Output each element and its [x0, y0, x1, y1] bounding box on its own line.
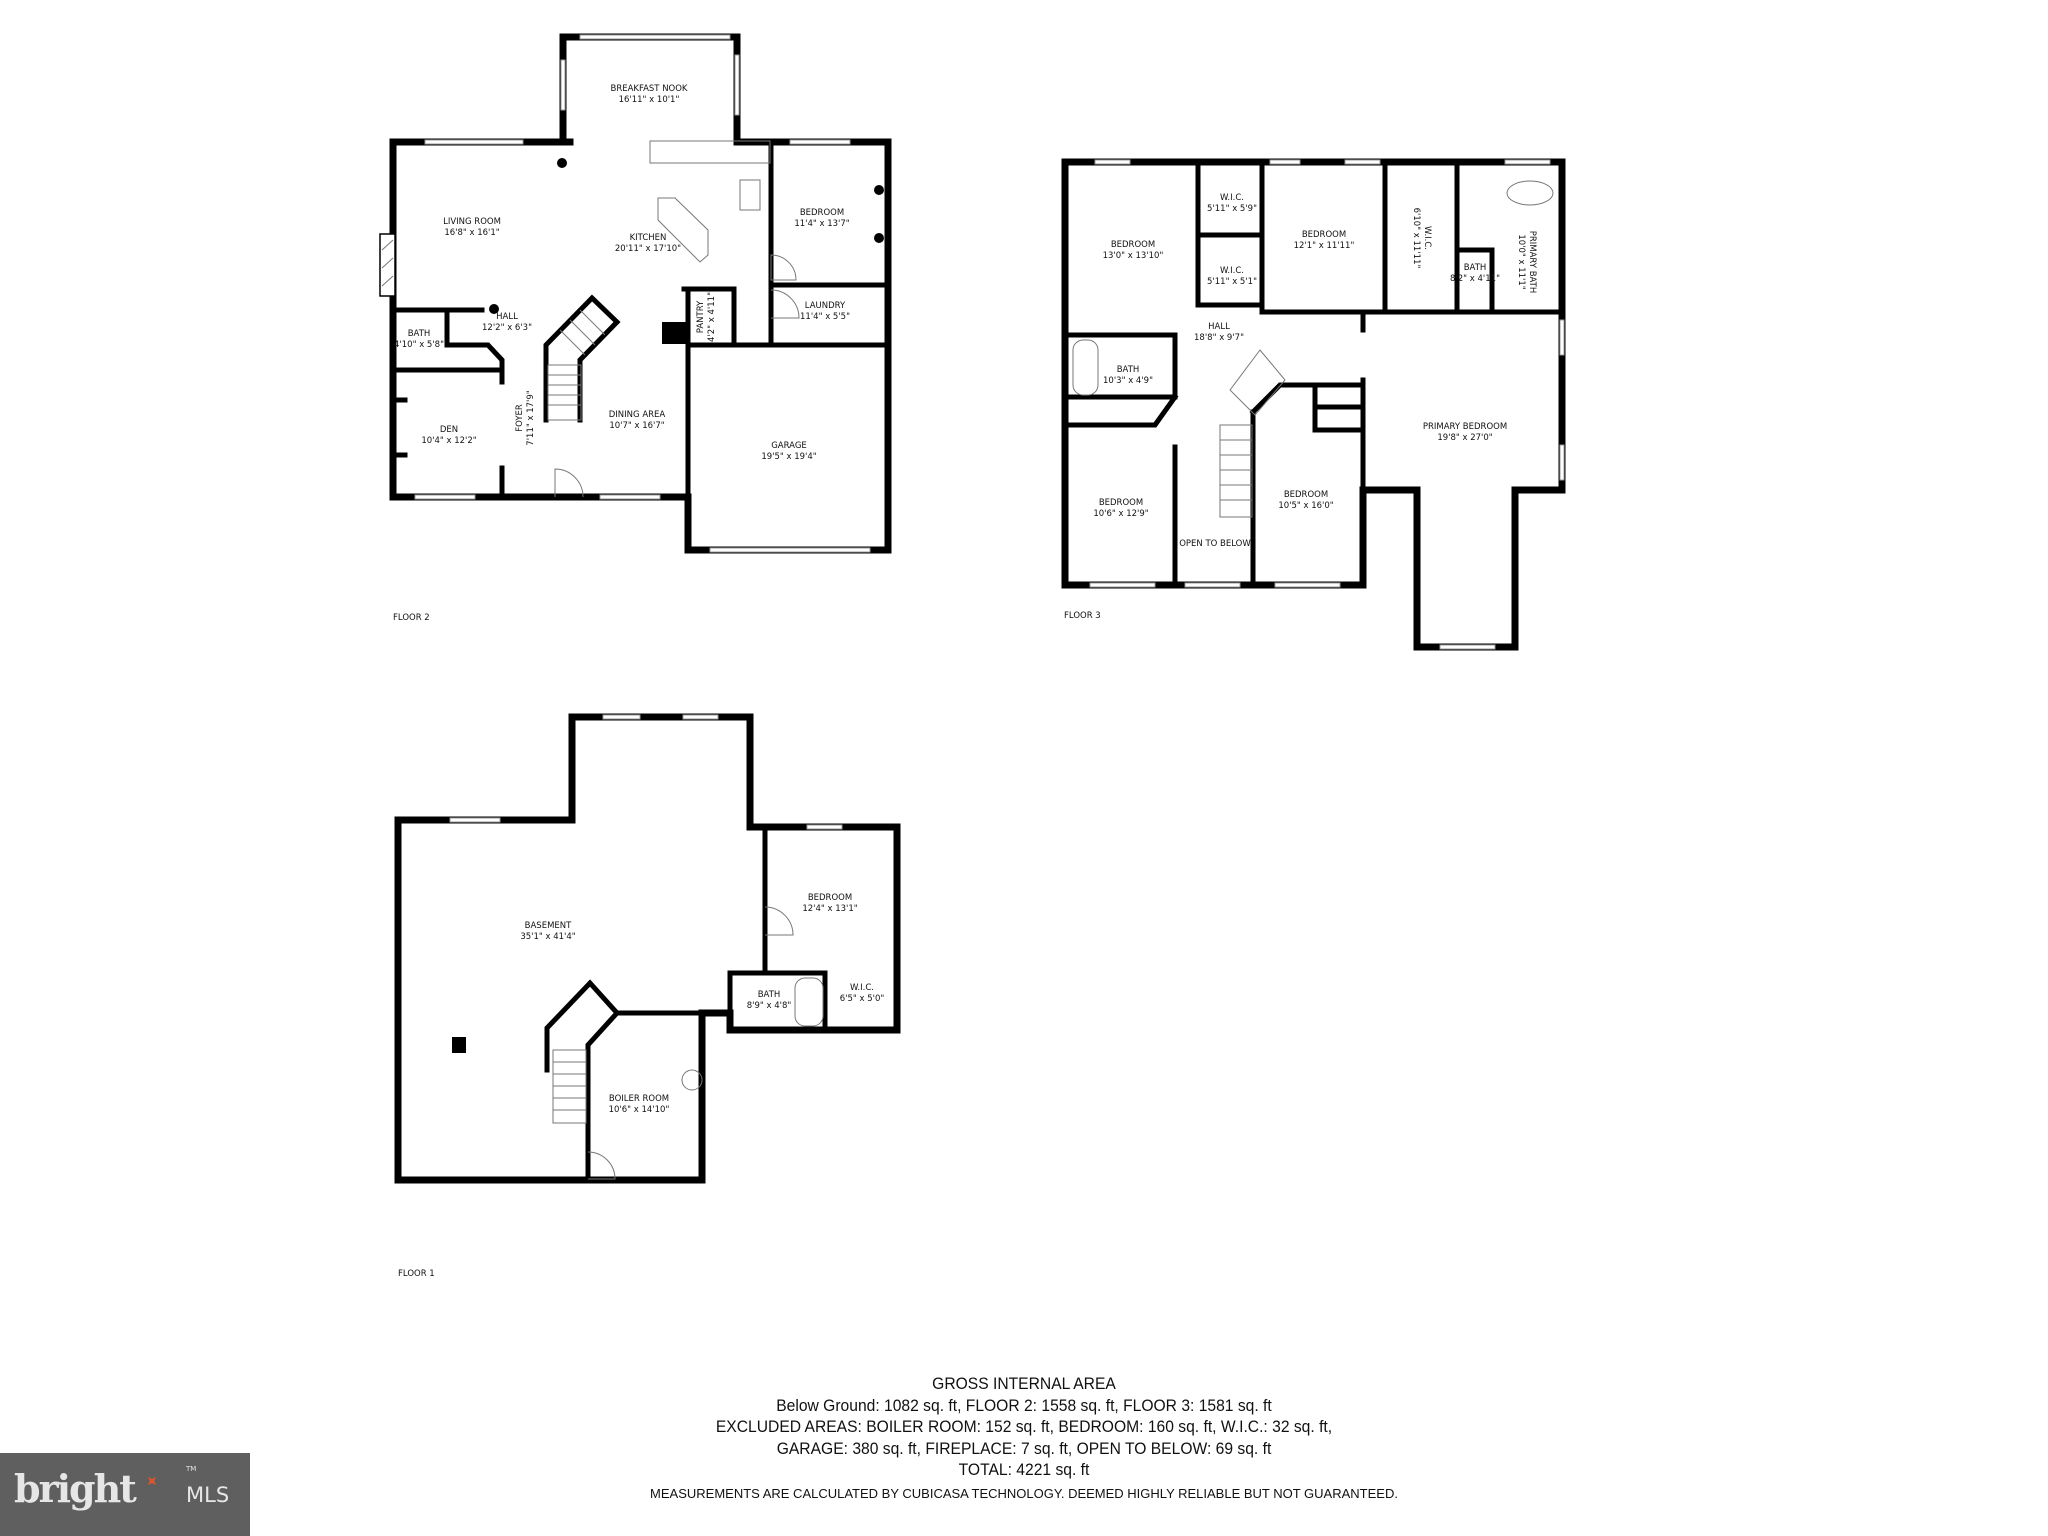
bathtub-icon — [1072, 339, 1099, 396]
summary-title: GROSS INTERNAL AREA — [932, 1374, 1116, 1393]
room-dims: 20'11" x 17'10" — [615, 244, 681, 254]
room-dims: 4'2" x 4'11" — [707, 292, 717, 342]
room-dims: 4'10" x 5'8" — [394, 340, 444, 350]
room-name: DEN — [440, 425, 458, 435]
logo-brand: bright — [14, 1466, 137, 1511]
summary-total: TOTAL: 4221 sq. ft — [958, 1460, 1090, 1479]
room-name: BATH — [758, 990, 781, 1000]
room-name: BATH — [1464, 263, 1487, 273]
floor-3-outer-wall — [1061, 158, 1566, 651]
chimney-block — [662, 322, 688, 344]
room-name: BEDROOM — [800, 208, 844, 218]
room-dims: 10'0" x 11'1" — [1516, 234, 1526, 289]
summary-floor-areas: Below Ground: 1082 sq. ft, FLOOR 2: 1558… — [776, 1395, 1272, 1415]
bathtub-icon — [794, 977, 824, 1027]
room-dims: 7'11" x 17'9" — [526, 390, 536, 445]
floor-1-windows — [449, 714, 843, 830]
room-dims: 16'8" x 16'1" — [444, 228, 499, 238]
room-name: BEDROOM — [1302, 230, 1346, 240]
room-dims: 6'10" x 11'11" — [1411, 208, 1421, 269]
room-name: HALL — [496, 312, 518, 322]
summary-disclaimer: MEASUREMENTS ARE CALCULATED BY CUBICASA … — [650, 1485, 1398, 1501]
floor-label: FLOOR 2 — [393, 613, 430, 623]
support-column — [452, 1037, 466, 1053]
room-dims: 8'9" x 4'8" — [747, 1001, 792, 1011]
floor-label: FLOOR 3 — [1064, 611, 1101, 621]
room-name: LIVING ROOM — [443, 217, 501, 227]
room-name: W.I.C. — [1220, 266, 1244, 276]
room-dims: 10'7" x 16'7" — [609, 421, 664, 431]
floor-1-outer-wall — [394, 713, 901, 1184]
room-name: BEDROOM — [1284, 490, 1328, 500]
kitchen-counter — [649, 140, 771, 164]
room-name: GARAGE — [771, 441, 807, 451]
bathtub-icon — [1506, 180, 1554, 206]
fireplace-icon — [379, 233, 396, 297]
room-name: BASEMENT — [525, 921, 572, 931]
room-name: W.I.C. — [1220, 193, 1244, 203]
front-door — [554, 468, 584, 498]
room-dims: 8'2" x 4'11" — [1450, 274, 1500, 284]
room-dims: 11'4" x 13'7" — [794, 219, 849, 229]
stove-icon — [739, 179, 761, 211]
star-icon — [144, 1473, 161, 1490]
room-dims: 5'11" x 5'9" — [1207, 204, 1257, 214]
room-name: PRIMARY BEDROOM — [1423, 422, 1507, 432]
room-dims: 10'4" x 12'2" — [421, 436, 476, 446]
room-name: KITCHEN — [630, 233, 667, 243]
room-name: W.I.C. — [850, 983, 874, 993]
room-dims: 10'5" x 16'0" — [1278, 501, 1333, 511]
room-name: FOYER — [515, 404, 525, 432]
room-dims: 6'5" x 5'0" — [840, 994, 885, 1004]
room-name: BATH — [1117, 365, 1140, 375]
floor-3-windows — [1089, 159, 1565, 650]
room-dims: 12'4" x 13'1" — [802, 904, 857, 914]
room-dims: 13'0" x 13'10" — [1103, 251, 1164, 261]
logo-trademark: TM — [186, 1465, 197, 1473]
room-name: BEDROOM — [808, 893, 852, 903]
room-dims: 10'6" x 14'10" — [609, 1105, 670, 1115]
room-dims: 11'4" x 5'5" — [800, 312, 850, 322]
room-name: BEDROOM — [1099, 498, 1143, 508]
room-name: BREAKFAST NOOK — [610, 84, 687, 94]
floor-2-outer-wall — [389, 33, 892, 554]
room-dims: 10'6" x 12'9" — [1093, 509, 1148, 519]
room-dims: 5'11" x 5'1" — [1207, 277, 1257, 287]
room-name: PANTRY — [696, 300, 706, 333]
room-dims: 12'2" x 6'3" — [482, 323, 532, 333]
room-dims: 19'5" x 19'4" — [761, 452, 816, 462]
area-summary: GROSS INTERNAL AREA Below Ground: 1082 s… — [0, 1373, 2048, 1504]
room-name: BATH — [408, 329, 431, 339]
summary-excluded-areas: EXCLUDED AREAS: BOILER ROOM: 152 sq. ft,… — [715, 1417, 1333, 1436]
room-name: OPEN TO BELOW — [1179, 539, 1251, 549]
room-dims: 12'1" x 11'11" — [1294, 241, 1355, 251]
floor-2-windows — [414, 34, 871, 553]
room-name: HALL — [1208, 322, 1230, 332]
room-dims: 19'8" x 27'0" — [1437, 433, 1492, 443]
room-name: DINING AREA — [609, 410, 666, 420]
room-name: BOILER ROOM — [609, 1094, 669, 1104]
room-name: BEDROOM — [1111, 240, 1155, 250]
summary-excluded-areas-cont: GARAGE: 380 sq. ft, FIREPLACE: 7 sq. ft,… — [776, 1438, 1272, 1458]
staircase-icon — [552, 1049, 587, 1124]
room-dims: 10'3" x 4'9" — [1103, 376, 1153, 386]
water-heater-icon — [681, 1069, 703, 1091]
stair-wall — [543, 294, 621, 423]
room-name: LAUNDRY — [805, 301, 846, 311]
floor-3-plan: BEDROOM 13'0" x 13'10" W.I.C. 5'11" x 5'… — [1061, 158, 1566, 651]
room-name: PRIMARY BATH — [1527, 231, 1537, 294]
floor-2-plan: BREAKFAST NOOK 16'11" x 10'1" LIVING ROO… — [379, 33, 892, 623]
kitchen-island — [657, 197, 709, 263]
floor-1-plan: BASEMENT 35'1" x 41'4" BEDROOM 12'4" x 1… — [394, 713, 901, 1279]
room-dims: 35'1" x 41'4" — [520, 932, 575, 942]
room-name: W.I.C. — [1422, 226, 1432, 250]
staircase-icon — [547, 309, 606, 421]
room-dims: 18'8" x 9'7" — [1194, 333, 1244, 343]
bright-mls-logo: bright TM MLS — [0, 1453, 250, 1536]
staircase-icon — [1219, 349, 1286, 518]
room-dims: 16'11" x 10'1" — [619, 95, 680, 105]
logo-suffix: MLS — [186, 1483, 230, 1507]
floor-label: FLOOR 1 — [398, 1269, 435, 1279]
